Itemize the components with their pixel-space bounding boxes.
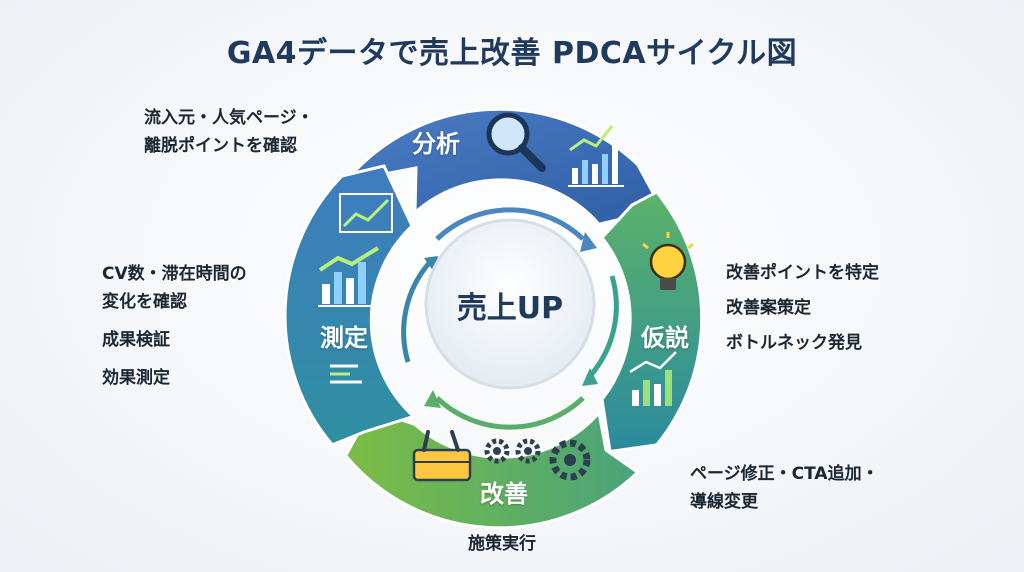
measurement-notes: CV数・滞在時間の 変化を確認 成果検証 効果測定 bbox=[102, 260, 247, 392]
note-line: 効果測定 bbox=[102, 368, 170, 388]
magnifier-icon bbox=[486, 112, 546, 172]
lightbulb-icon bbox=[642, 232, 694, 290]
note-line: 施策実行 bbox=[468, 534, 536, 554]
bar-chart-icon bbox=[568, 125, 624, 187]
arrow-head-icon bbox=[582, 368, 598, 386]
bar-chart-icon bbox=[629, 351, 677, 406]
hypothesis-notes: 改善ポイントを特定 改善案策定 ボトルネック発見 bbox=[726, 256, 879, 361]
stage-label-measurement: 測定 bbox=[320, 324, 368, 352]
analysis-notes: 流入元・人気ページ・ 離脱ポイントを確認 bbox=[144, 104, 314, 160]
inner-arrow-top bbox=[435, 207, 585, 241]
bar-chart-icon bbox=[318, 246, 380, 307]
note-line: 導線変更 bbox=[690, 492, 758, 512]
note-line: 改善ポイントを特定 bbox=[726, 263, 879, 283]
note-line: 変化を確認 bbox=[102, 292, 187, 312]
inner-arrow-bottom bbox=[435, 396, 585, 430]
inner-arrow-left bbox=[401, 260, 432, 363]
dashboard-lines-icon bbox=[330, 364, 362, 384]
center-circle bbox=[424, 218, 596, 390]
page-title: GA4データで売上改善 PDCAサイクル図 bbox=[226, 36, 798, 71]
note-line: 成果検証 bbox=[102, 330, 170, 350]
note-line: CV数・滞在時間の bbox=[102, 264, 247, 284]
center-label: 売上UP bbox=[456, 291, 564, 326]
line-chart-icon bbox=[339, 193, 393, 233]
segment-improvement bbox=[343, 407, 641, 530]
segment-analysis bbox=[341, 107, 665, 226]
arrow-head-icon bbox=[424, 390, 441, 408]
stage-label-improvement: 改善 bbox=[480, 480, 528, 508]
inner-arrow-right bbox=[588, 275, 619, 378]
note-line: ボトルネック発見 bbox=[726, 333, 862, 353]
note-line: 流入元・人気ページ・ bbox=[144, 108, 314, 128]
stage-label-analysis: 分析 bbox=[412, 130, 460, 158]
note-line: ページ修正・CTA追加・ bbox=[690, 464, 879, 484]
improvement-notes: 施策実行 bbox=[468, 530, 536, 558]
gear-icon bbox=[484, 438, 591, 481]
toolbox-icon bbox=[412, 430, 472, 482]
note-line: 離脱ポイントを確認 bbox=[144, 136, 297, 156]
note-line: 改善案策定 bbox=[726, 298, 811, 318]
arrow-head-icon bbox=[580, 232, 597, 252]
stage-label-hypothesis: 仮説 bbox=[641, 324, 689, 352]
improvement-detail-notes: ページ修正・CTA追加・ 導線変更 bbox=[690, 460, 879, 516]
